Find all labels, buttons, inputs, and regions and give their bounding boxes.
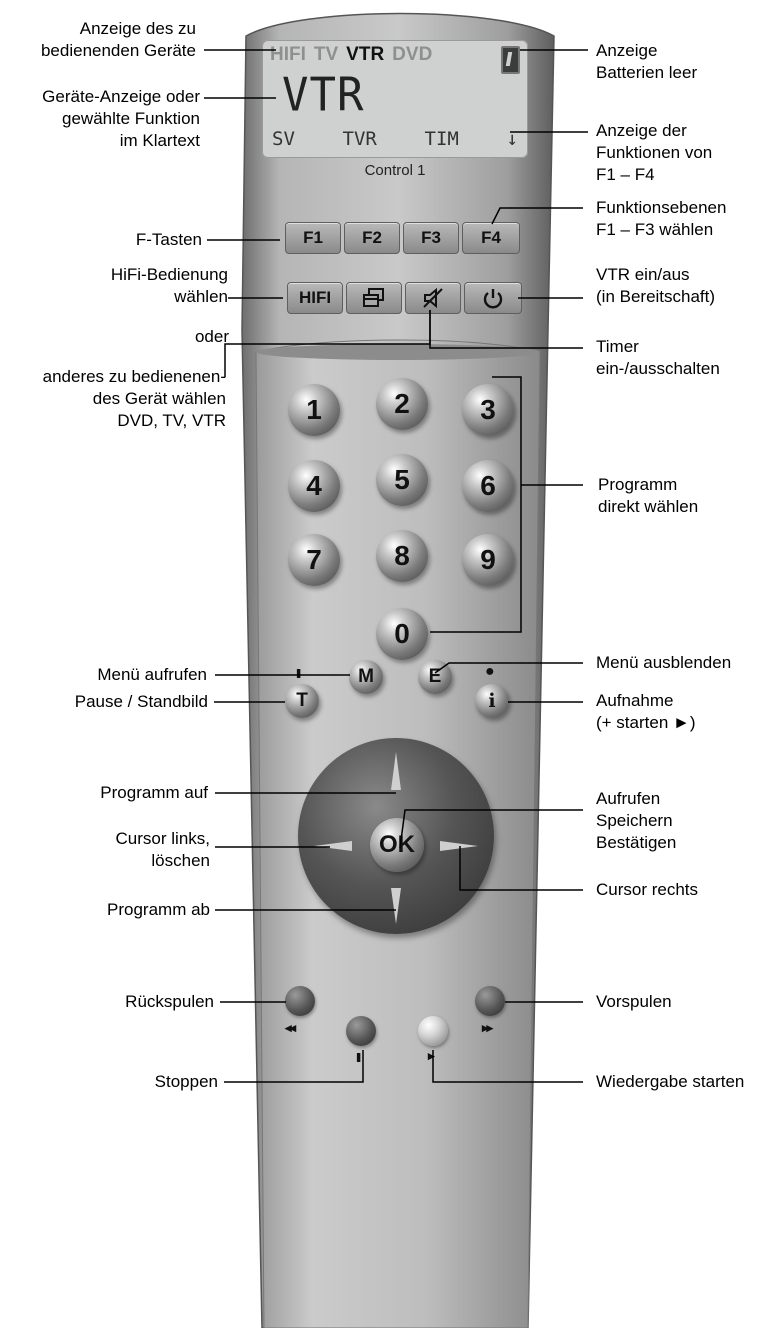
- pause-symbol: II: [296, 666, 301, 681]
- annotation-stop: Stoppen: [154, 1072, 218, 1091]
- annotation-menu-open: Menü aufrufen: [97, 665, 207, 684]
- model-label: Control 1: [364, 162, 426, 179]
- lcd-device-hifi: HIFI: [270, 44, 306, 65]
- digit-9-button[interactable]: 9: [462, 534, 514, 586]
- annotation-play: Wiedergabe starten: [596, 1072, 745, 1091]
- play-symbol: ▸: [428, 1048, 434, 1063]
- lcd-function-row: SV TVR TIM ↓: [272, 128, 518, 150]
- annotation-program-down: Programm ab: [107, 900, 210, 919]
- annotation-menu-hide: Menü ausblenden: [596, 653, 732, 672]
- annotation-vtr-power: VTR ein/aus(in Bereitschaft): [596, 265, 716, 306]
- exit-button[interactable]: E: [418, 660, 452, 694]
- digit-6-button[interactable]: 6: [462, 460, 514, 512]
- rewind-symbol: ◂◂: [285, 1020, 296, 1035]
- lcd-device-dvd: DVD: [392, 44, 433, 65]
- hifi-button[interactable]: HIFI: [287, 282, 343, 314]
- record-i-button[interactable]: i: [475, 684, 509, 718]
- pause-t-button[interactable]: T: [285, 684, 319, 718]
- device-select-icon: [363, 288, 384, 307]
- annotation-record: Aufnahme(+ starten ►): [596, 691, 696, 732]
- ok-button[interactable]: OK: [370, 818, 424, 872]
- digit-0-button[interactable]: 0: [376, 608, 428, 660]
- lcd-display: HIFI TV VTR DVD VTR SV TVR TIM ↓: [262, 40, 528, 158]
- stop-symbol: II: [356, 1050, 361, 1065]
- digit-7-button[interactable]: 7: [288, 534, 340, 586]
- stop-button[interactable]: [346, 1016, 376, 1046]
- battery-icon: [501, 46, 520, 74]
- annotation-program-up: Programm auf: [100, 783, 208, 802]
- annotation-oder: oder: [194, 327, 229, 346]
- digit-3-button[interactable]: 3: [462, 384, 514, 436]
- digit-2-button[interactable]: 2: [376, 378, 428, 430]
- menu-button[interactable]: M: [349, 660, 383, 694]
- lcd-function-2: TVR: [342, 128, 377, 150]
- fast-forward-symbol: ▸▸: [482, 1020, 493, 1035]
- annotation-pause: Pause / Standbild: [74, 692, 208, 711]
- annotation-f-keys: F-Tasten: [135, 230, 202, 249]
- record-symbol: ●: [485, 663, 495, 680]
- f4-button[interactable]: F4: [462, 222, 520, 254]
- digit-4-button[interactable]: 4: [288, 460, 340, 512]
- digit-1-button[interactable]: 1: [288, 384, 340, 436]
- timer-icon: [423, 287, 443, 309]
- annotation-fast-forward: Vorspulen: [596, 992, 672, 1011]
- annotation-rewind: Rückspulen: [125, 992, 214, 1011]
- play-button[interactable]: [418, 1016, 448, 1046]
- lcd-device-tv: TV: [313, 44, 339, 65]
- annotation-cursor-right: Cursor rechts: [596, 880, 699, 899]
- f1-button[interactable]: F1: [285, 222, 341, 254]
- power-icon: [483, 289, 503, 309]
- digit-5-button[interactable]: 5: [376, 454, 428, 506]
- lcd-device-row: HIFI TV VTR DVD: [270, 44, 440, 66]
- fast-forward-button[interactable]: [475, 986, 505, 1016]
- lcd-function-3: TIM: [424, 128, 459, 150]
- lcd-big-text: VTR: [282, 68, 365, 123]
- timer-button[interactable]: [405, 282, 461, 314]
- power-button[interactable]: [464, 282, 522, 314]
- rewind-button[interactable]: [285, 986, 315, 1016]
- f2-button[interactable]: F2: [344, 222, 400, 254]
- f3-button[interactable]: F3: [403, 222, 459, 254]
- device-select-button[interactable]: [346, 282, 402, 314]
- digit-8-button[interactable]: 8: [376, 530, 428, 582]
- annotation-cursor-left: Cursor links,löschen: [115, 829, 210, 870]
- lcd-function-1: SV: [272, 128, 295, 150]
- lcd-device-vtr: VTR: [346, 44, 385, 65]
- lcd-function-4: ↓: [506, 128, 518, 150]
